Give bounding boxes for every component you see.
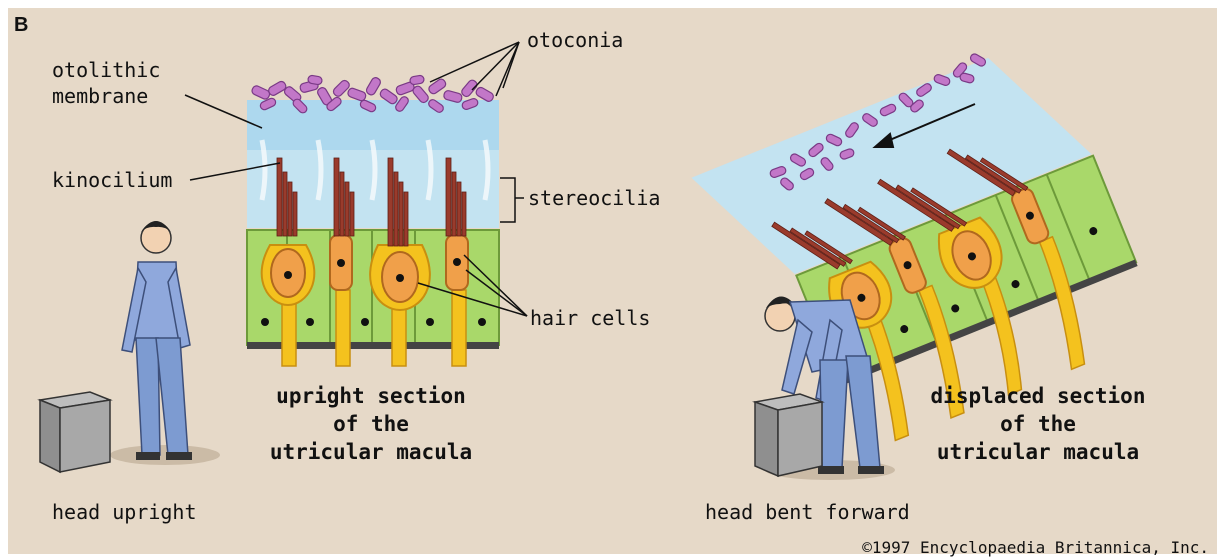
caption-displaced-line1: displaced section — [898, 382, 1178, 410]
label-otoconia: otoconia — [527, 28, 623, 52]
copyright-notice: ©1997 Encyclopaedia Britannica, Inc. — [862, 538, 1209, 557]
caption-displaced-line3: utricular macula — [898, 438, 1178, 466]
label-head-bent-forward: head bent forward — [705, 500, 910, 524]
caption-upright-line1: upright section — [236, 382, 506, 410]
hair-cell-2 — [330, 235, 352, 290]
box-bent — [755, 394, 822, 476]
caption-displaced-line2: of the — [898, 410, 1178, 438]
label-kinocilium: kinocilium — [52, 168, 172, 192]
hair-cell-3 — [370, 245, 430, 310]
label-hair-cells: hair cells — [530, 306, 650, 330]
hair-cell-1 — [262, 245, 315, 305]
panel-letter: B — [14, 14, 28, 37]
caption-upright-line2: of the — [236, 410, 506, 438]
caption-displaced: displaced section of the utricular macul… — [898, 382, 1178, 466]
upright-section — [247, 75, 499, 366]
label-otolithic-line1: otolithic — [52, 58, 160, 82]
caption-upright: upright section of the utricular macula — [236, 382, 506, 466]
caption-upright-line3: utricular macula — [236, 438, 506, 466]
hair-cell-4 — [446, 235, 468, 290]
box-upright — [40, 392, 110, 472]
label-stereocilia: stereocilia — [528, 186, 660, 210]
label-head-upright: head upright — [52, 500, 197, 524]
label-otolithic-line2: membrane — [52, 84, 148, 108]
